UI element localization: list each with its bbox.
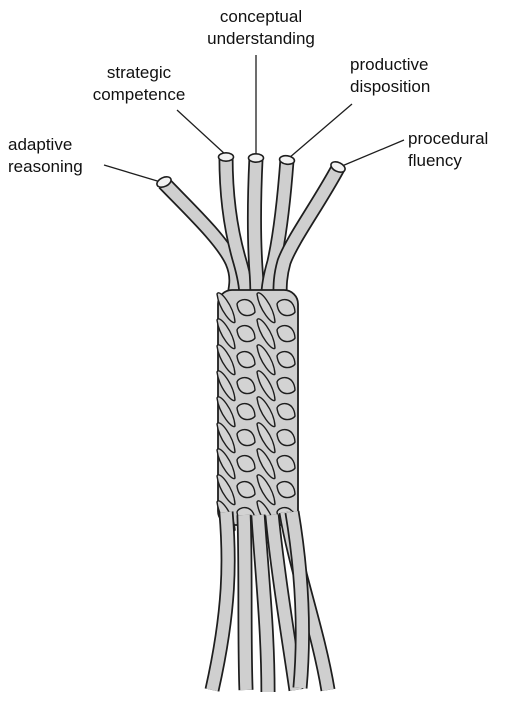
rope-end-2 bbox=[244, 515, 246, 690]
strand-conceptual-understanding bbox=[255, 158, 258, 296]
label-adaptive-reasoning: adaptive reasoning bbox=[8, 134, 128, 178]
label-conceptual-understanding: conceptual understanding bbox=[186, 6, 336, 50]
leader-line-procedural-fluency bbox=[342, 140, 404, 166]
strand-end-strategic-competence bbox=[219, 153, 234, 161]
label-strategic-competence: strategic competence bbox=[74, 62, 204, 106]
braided-rope bbox=[217, 290, 298, 531]
rope-bottom-ends bbox=[212, 512, 328, 692]
rope-strands bbox=[155, 153, 346, 296]
label-procedural-fluency: procedural fluency bbox=[408, 128, 512, 172]
leader-line-productive-disposition bbox=[289, 104, 352, 158]
label-productive-disposition: productive disposition bbox=[350, 54, 480, 98]
strand-end-conceptual-understanding bbox=[249, 154, 264, 162]
leader-line-strategic-competence bbox=[177, 110, 226, 155]
